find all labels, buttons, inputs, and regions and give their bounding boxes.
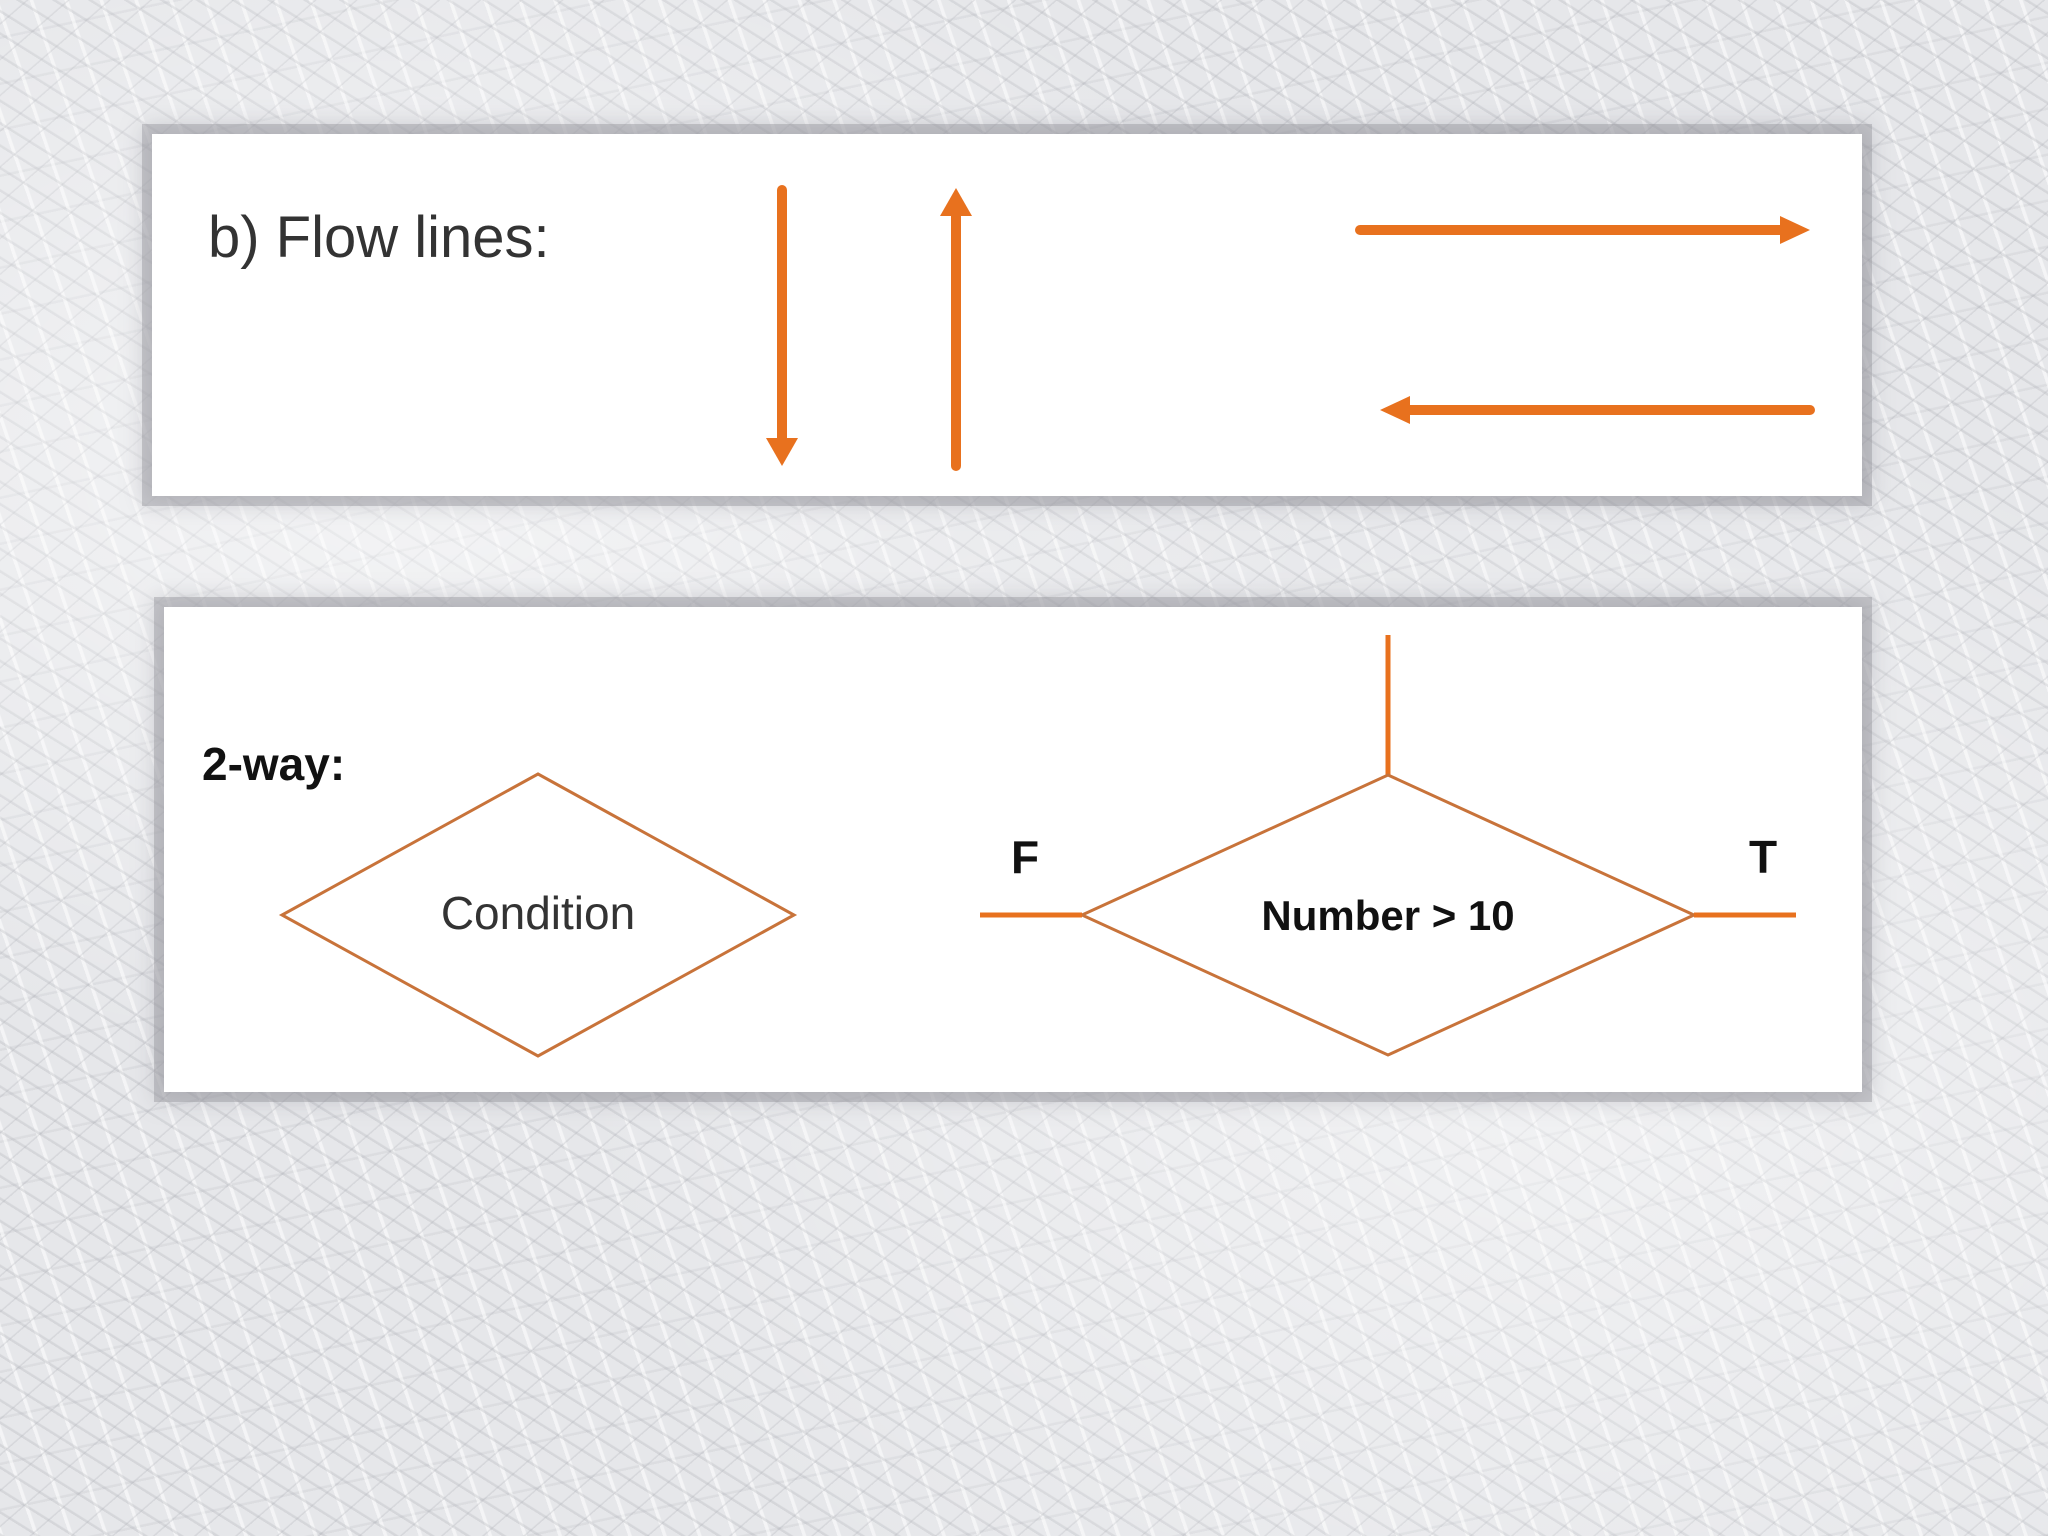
flow-lines-canvas xyxy=(766,185,1815,471)
arrow-down-icon xyxy=(766,185,798,466)
false-label: F xyxy=(1011,831,1039,883)
arrow-right-icon xyxy=(1355,216,1810,244)
flow-lines-panel: b) Flow lines: xyxy=(152,134,1862,496)
two-way-label: 2-way: xyxy=(202,738,346,790)
condition-diamond: Condition xyxy=(278,772,798,1058)
decision-canvas: Condition Number > 10 F T xyxy=(278,635,1796,1058)
example-decision: Number > 10 F T xyxy=(980,635,1796,1057)
flow-lines-title: b) Flow lines: xyxy=(208,205,550,270)
arrow-left-icon xyxy=(1380,396,1815,424)
example-condition-text: Number > 10 xyxy=(1261,892,1514,939)
arrow-up-icon xyxy=(940,188,972,471)
true-label: T xyxy=(1749,831,1777,883)
condition-text: Condition xyxy=(441,887,635,939)
decision-panel: 2-way: Condition Number > 10 F T xyxy=(164,607,1862,1092)
example-diamond xyxy=(1078,773,1698,1057)
